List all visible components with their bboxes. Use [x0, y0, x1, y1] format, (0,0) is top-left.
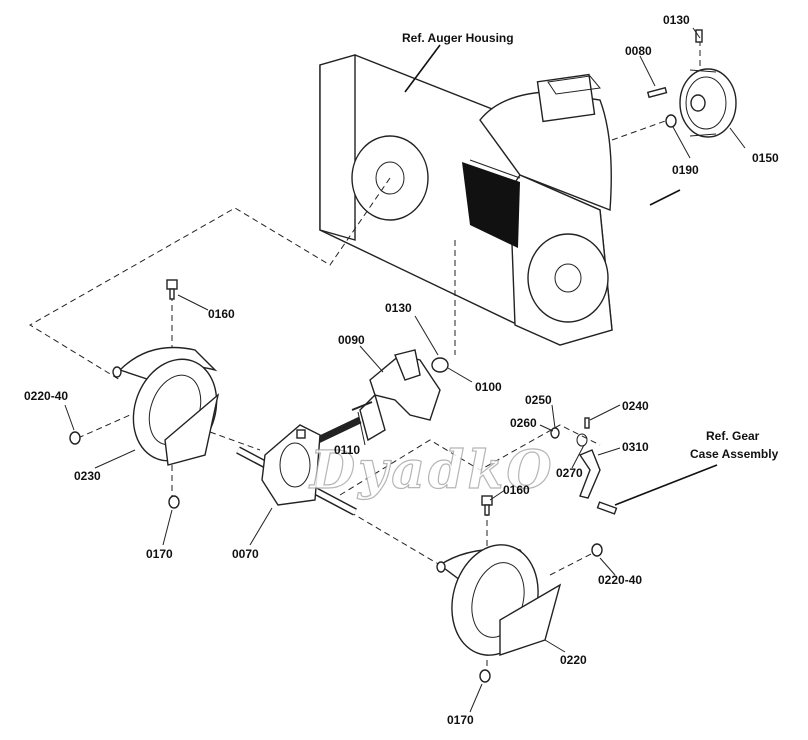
- label-0270: 0270: [556, 466, 583, 480]
- label-0250: 0250: [525, 393, 552, 407]
- label-0240: 0240: [622, 399, 649, 413]
- label-0110: 0110: [334, 443, 360, 457]
- watermark-text: DyadkO: [308, 440, 555, 501]
- key-0080: [646, 86, 668, 99]
- label-0220-40-left: 0220-40: [24, 389, 68, 403]
- label-ref-auger-housing: Ref. Auger Housing: [402, 31, 514, 45]
- label-ref-gear-line1: Ref. Gear: [706, 429, 760, 443]
- part-labels: Ref. Auger Housing Ref. Gear Case Assemb…: [24, 13, 779, 727]
- nut-0220-40-right: [591, 543, 603, 557]
- label-0160-right: 0160: [503, 483, 530, 497]
- label-0150: 0150: [752, 151, 779, 165]
- label-0230: 0230: [74, 469, 101, 483]
- label-0310: 0310: [622, 440, 649, 454]
- nut-0190: [665, 114, 677, 128]
- nut-0170-bottom: [479, 669, 491, 683]
- label-0170-bottom: 0170: [447, 713, 474, 727]
- label-0130-mid: 0130: [385, 301, 412, 315]
- nut-0220-40-left: [69, 431, 81, 445]
- pulley-0150: [679, 68, 737, 138]
- label-0080: 0080: [625, 44, 652, 58]
- label-ref-gear-line2: Case Assembly: [690, 447, 779, 461]
- label-0190: 0190: [672, 163, 699, 177]
- label-0160-left: 0160: [208, 307, 235, 321]
- gearcase-0070: [236, 416, 362, 516]
- auger-housing: [319, 54, 613, 346]
- label-0220: 0220: [560, 653, 587, 667]
- label-0170-left: 0170: [146, 547, 173, 561]
- screw-0240: [584, 417, 590, 429]
- label-0090: 0090: [338, 333, 365, 347]
- label-0070: 0070: [232, 547, 259, 561]
- auger-0230: [112, 346, 220, 466]
- impeller-0090: [359, 349, 449, 442]
- label-0130-top: 0130: [663, 13, 690, 27]
- bolt-0160-left: [166, 279, 178, 300]
- bolt-0160-right: [481, 495, 493, 516]
- label-0100: 0100: [475, 380, 502, 394]
- nut-0260: [550, 427, 560, 439]
- auger-0220: [436, 544, 562, 656]
- label-0260: 0260: [510, 416, 537, 430]
- pin-0110: [351, 401, 373, 411]
- label-0220-40-right: 0220-40: [598, 573, 642, 587]
- nut-0170-left: [168, 495, 180, 509]
- bracket-0310: [576, 433, 618, 515]
- leader-lines: [64, 27, 746, 713]
